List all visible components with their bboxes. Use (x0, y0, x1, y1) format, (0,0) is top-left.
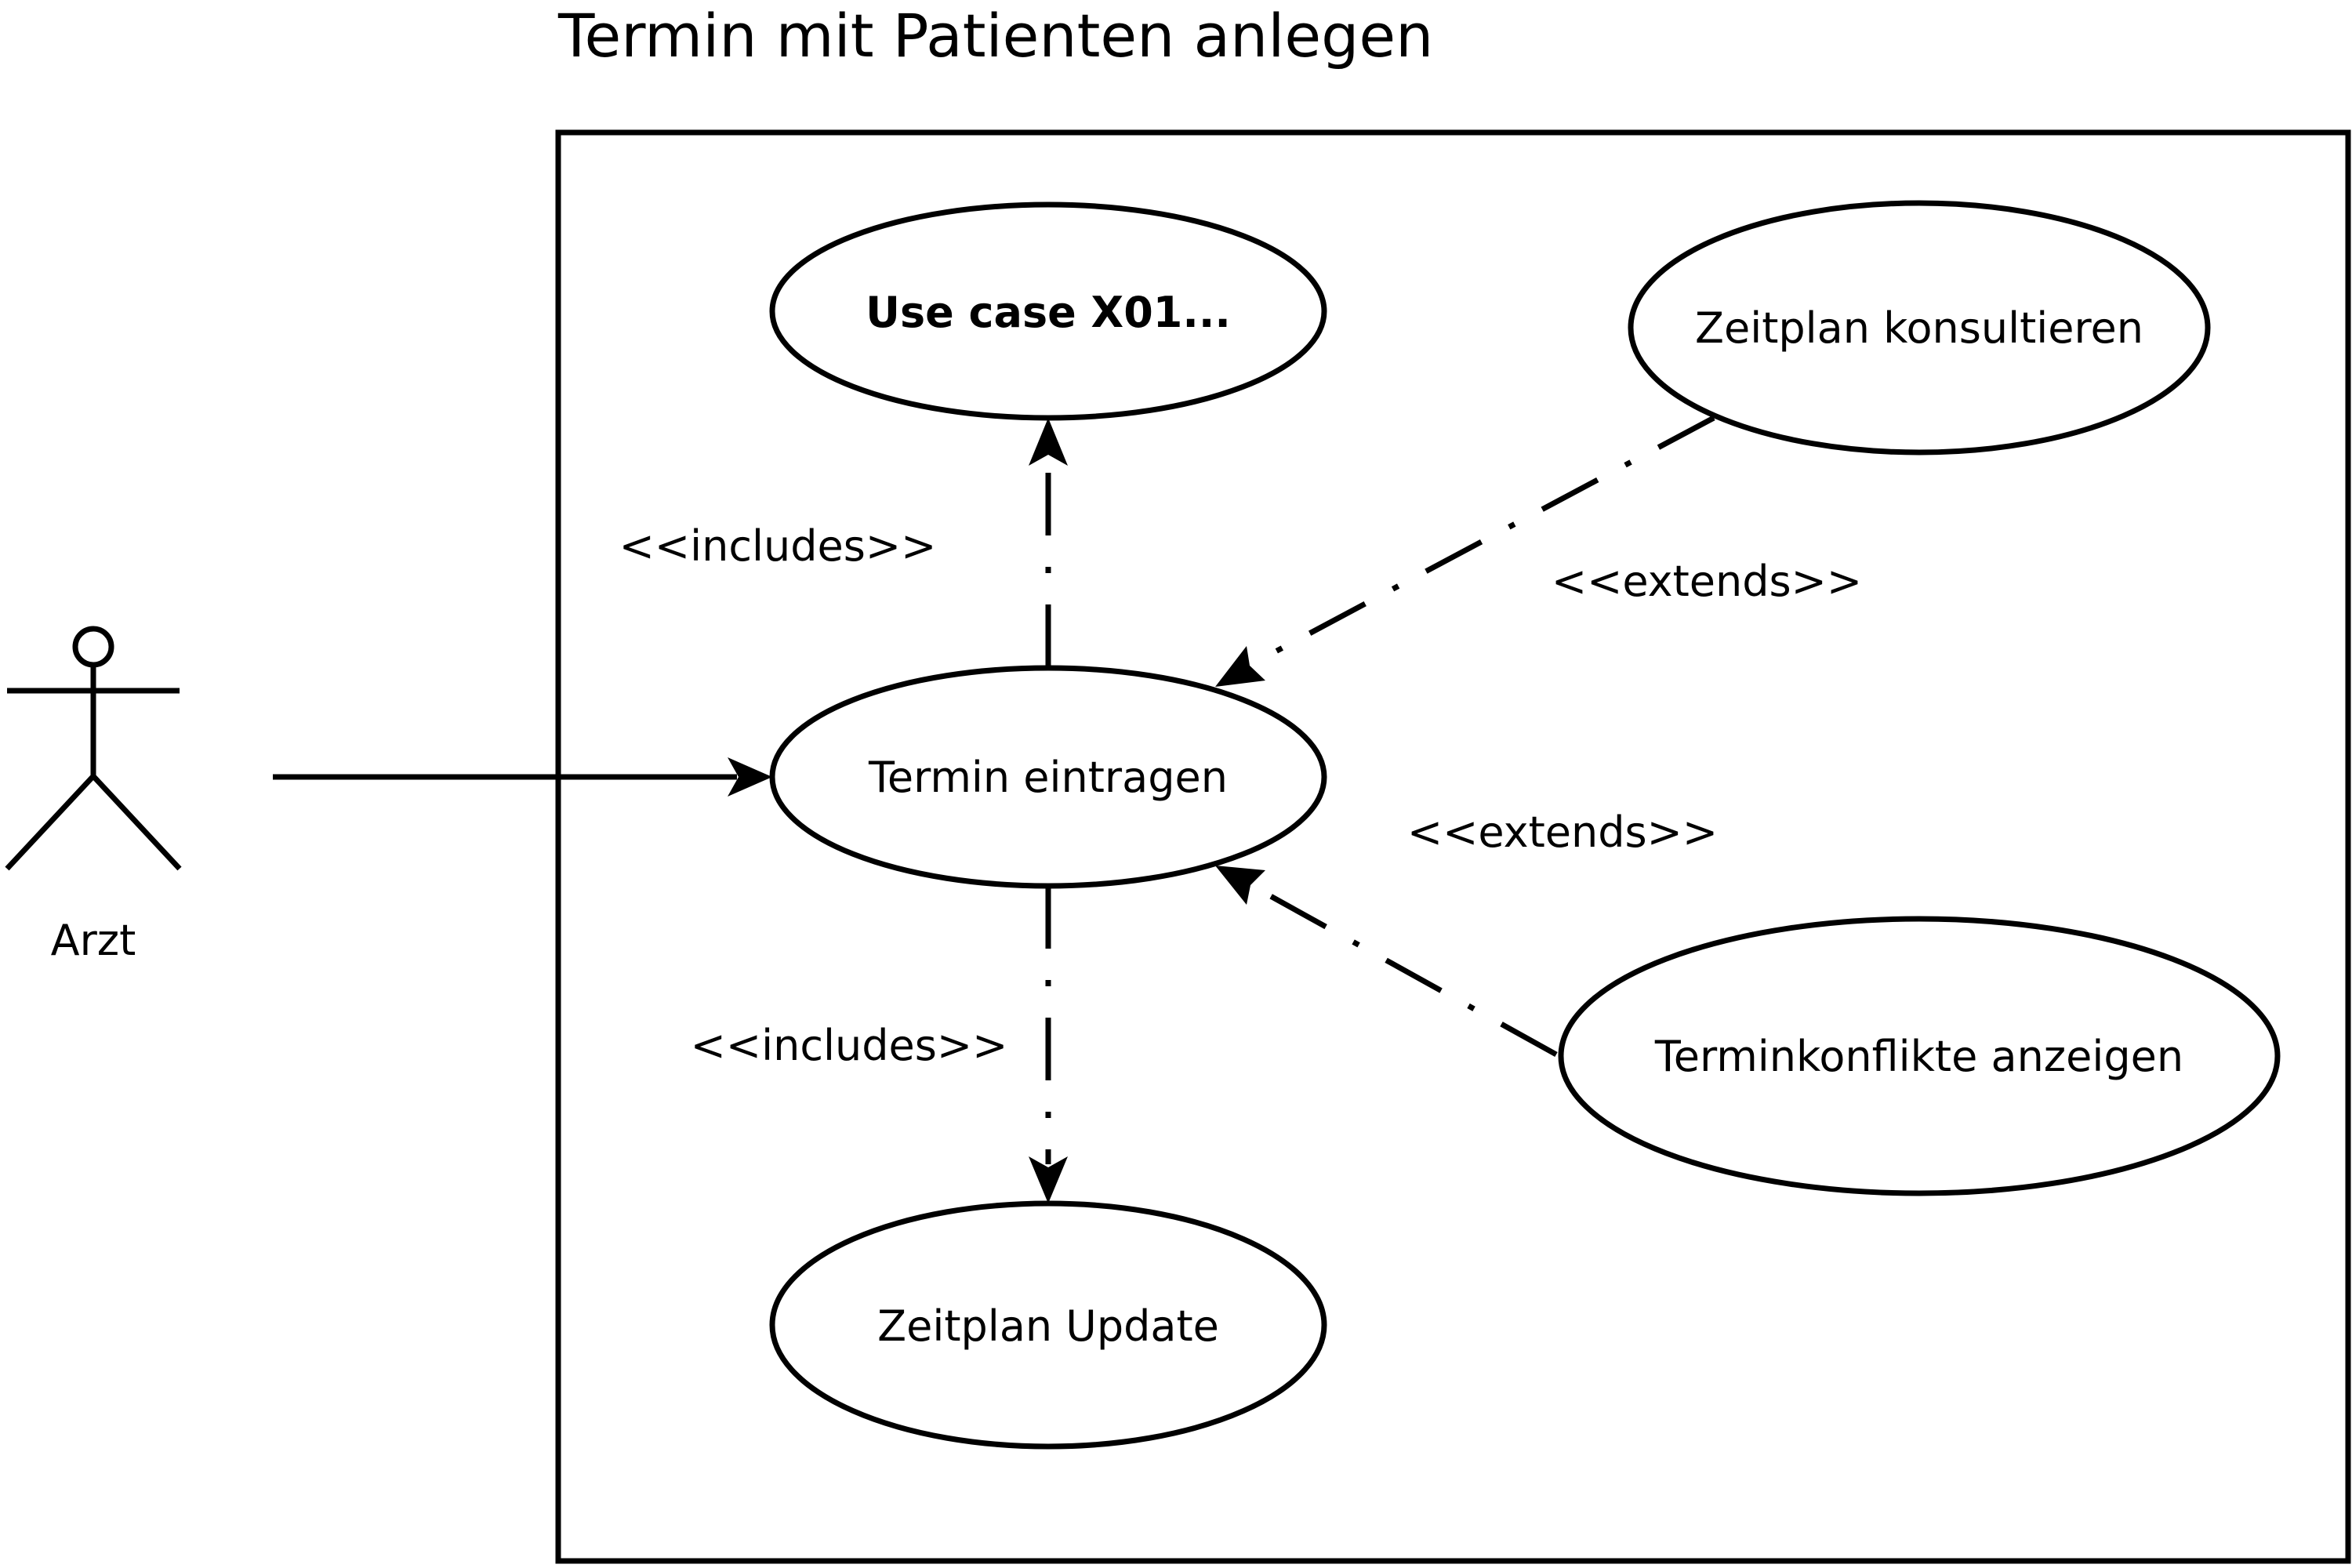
actor-arzt[interactable] (5, 626, 182, 871)
extend-line-top (1250, 415, 1715, 667)
actor-label: Arzt (51, 916, 136, 965)
system-boundary (555, 129, 2351, 1564)
extends-label-bottom: <<extends>> (1407, 808, 1718, 857)
include-arrowhead-bottom (1029, 1156, 1068, 1203)
extend-arrowhead-top (1215, 646, 1265, 687)
extends-label-top: <<extends>> (1552, 557, 1862, 606)
use-case-zeitplan-konsultieren-label: Zeitplan konsultieren (1695, 303, 2143, 353)
includes-label-top: <<includes>> (619, 521, 937, 571)
use-case-x01-shape (769, 201, 1327, 421)
use-case-termin-eintragen-label: Termin eintragen (868, 753, 1228, 802)
use-case-zeitplan-konsultieren[interactable]: Zeitplan konsultieren (1628, 200, 2211, 456)
actor-left-leg (5, 774, 96, 871)
actor-right-leg (91, 774, 182, 871)
use-case-terminkonflikte-anzeigen-label: Terminkonflikte anzeigen (1654, 1032, 2183, 1081)
use-case-zeitplan-konsultieren-shape (1628, 200, 2211, 456)
use-case-x01-label: Use case X01... (866, 288, 1231, 337)
include-arrowhead-top (1029, 418, 1068, 466)
use-case-zeitplan-update-label: Zeitplan Update (877, 1301, 1219, 1351)
extend-line-bottom (1252, 884, 1558, 1058)
diagram-title: Termin mit Patienten anlegen (557, 1, 1433, 71)
use-case-terminkonflikte-anzeigen-shape (1558, 916, 2281, 1196)
use-case-zeitplan-update[interactable]: Zeitplan Update (769, 1200, 1327, 1450)
association-arrowhead (728, 757, 772, 797)
actor-head (72, 626, 114, 668)
use-case-zeitplan-update-shape (769, 1200, 1327, 1450)
extend-arrowhead-bottom (1215, 866, 1265, 905)
use-case-x01[interactable]: Use case X01... (769, 201, 1327, 421)
use-case-terminkonflikte-anzeigen[interactable]: Terminkonflikte anzeigen (1558, 916, 2281, 1196)
use-case-termin-eintragen-shape (769, 665, 1327, 889)
includes-label-bottom: <<includes>> (691, 1021, 1008, 1070)
use-case-termin-eintragen[interactable]: Termin eintragen (769, 665, 1327, 889)
